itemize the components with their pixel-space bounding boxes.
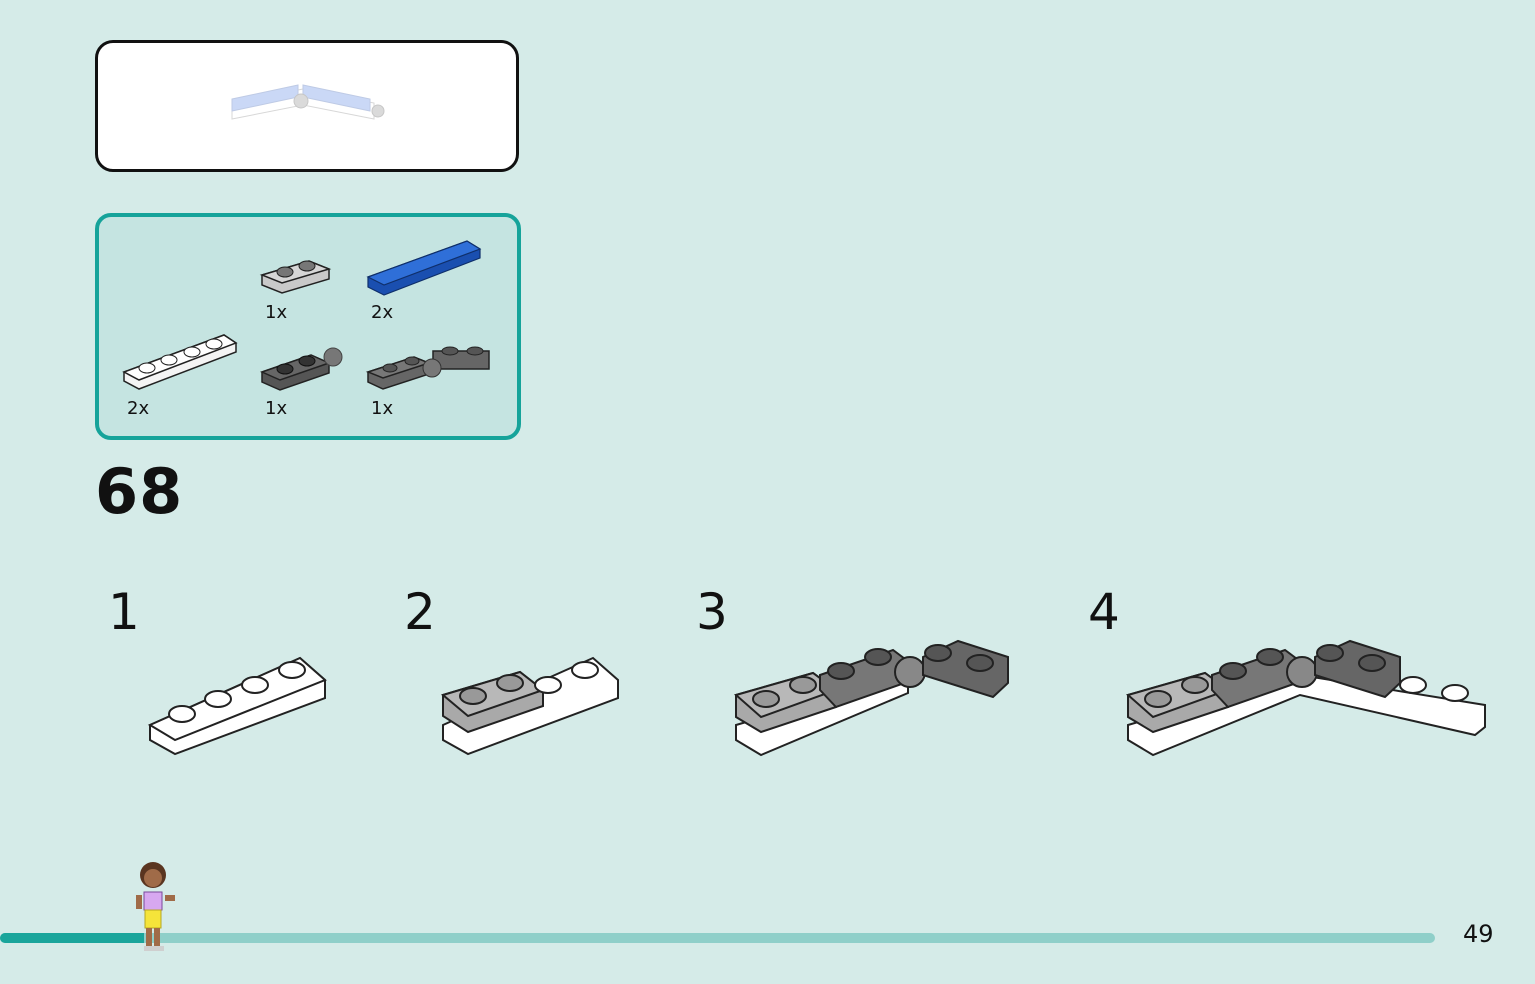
plate-1x2-light-gray-icon — [259, 260, 332, 294]
part-count: 2x — [127, 398, 150, 419]
assembly-preview-box — [95, 40, 519, 172]
sub-step-3-illustration — [733, 639, 1009, 757]
part-count: 2x — [371, 302, 394, 323]
progress-bar — [0, 933, 1435, 943]
sub-step-number: 1 — [108, 583, 140, 641]
sub-step-2-illustration — [440, 656, 619, 756]
parts-list-box: 1x 2x 2x 1x 1x — [95, 213, 521, 440]
sub-step-number: 3 — [696, 583, 728, 641]
tile-1x4-blue-icon — [366, 240, 482, 296]
sub-step-number: 2 — [404, 583, 436, 641]
progress-bar-fill — [0, 933, 144, 943]
sub-step-4-illustration — [1125, 639, 1486, 757]
part-count: 1x — [265, 398, 288, 419]
hinge-plate-1x4-dark-gray-icon — [365, 346, 490, 390]
part-count: 1x — [371, 398, 394, 419]
part-count: 1x — [265, 302, 288, 323]
plate-1x4-white-icon — [122, 334, 238, 390]
page-number: 49 — [1463, 920, 1494, 948]
sub-step-1-illustration — [147, 656, 327, 756]
sub-step-number: 4 — [1088, 583, 1120, 641]
hinge-plate-dark-gray-icon — [259, 347, 343, 391]
minifigure-icon — [136, 862, 175, 951]
step-number: 68 — [95, 455, 184, 528]
assembly-preview-icon — [231, 84, 385, 120]
